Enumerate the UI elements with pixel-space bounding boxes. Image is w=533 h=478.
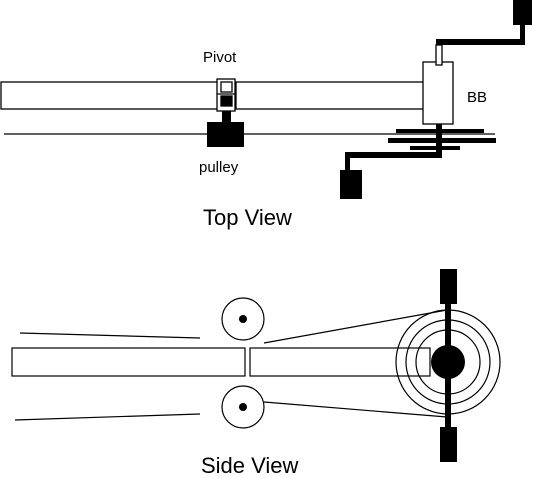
bb-shell: [422, 61, 454, 125]
chain-lower-front: [14, 413, 201, 421]
top-crank-upper: [436, 0, 532, 45]
rear-tube: [235, 81, 429, 110]
idler-pulley-upper: [221, 297, 265, 341]
bb-spindle-top: [435, 44, 443, 66]
side-front-tube: [11, 347, 246, 377]
top-pulley: [207, 111, 244, 147]
top-view-title: Top View: [203, 205, 292, 230]
bb-hub: [431, 345, 465, 379]
side-rear-tube: [249, 347, 431, 377]
chain-upper-front: [19, 332, 201, 339]
pivot-label: Pivot: [203, 49, 237, 66]
front-tube: [0, 81, 222, 110]
top-crank-lower: [340, 124, 442, 199]
top-view: [0, 0, 532, 199]
pedal-top: [440, 269, 457, 304]
side-view-title: Side View: [201, 453, 299, 478]
pulley-label: pulley: [199, 159, 239, 176]
idler-pulley-lower: [221, 385, 265, 429]
chain-upper-rear: [263, 309, 448, 344]
chain-lower-rear: [263, 401, 448, 418]
side-view: [11, 269, 501, 462]
pivot-joint: [216, 78, 236, 112]
pedal-bottom: [440, 427, 457, 462]
bb-label: BB: [467, 89, 487, 106]
chainring-inner: [410, 146, 460, 150]
